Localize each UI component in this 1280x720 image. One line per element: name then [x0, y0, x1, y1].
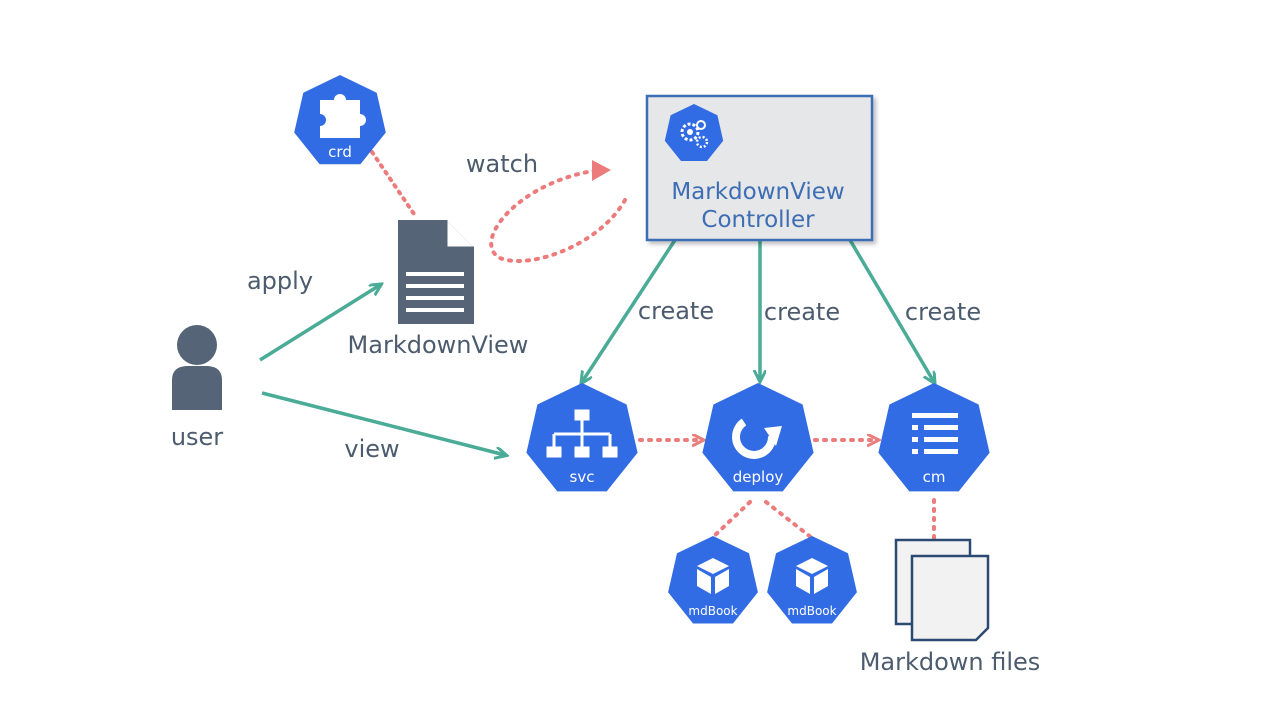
- cube-icon: [796, 558, 828, 594]
- cm-node: cm: [878, 383, 990, 492]
- mdbook-label-1: mdBook: [688, 604, 737, 618]
- create-cm-arrow: [848, 239, 934, 382]
- user-node: user: [171, 325, 223, 451]
- markdownview-node: MarkdownView: [348, 220, 529, 359]
- deploy-to-mdbook1-dotted: [710, 500, 752, 540]
- apply-arrow: [259, 285, 380, 362]
- crd-to-markdownview-dotted: [370, 150, 416, 216]
- refresh-icon: [732, 418, 776, 459]
- document-fold: [444, 220, 474, 250]
- controller-label-line1: MarkdownView: [671, 179, 844, 205]
- controller-heptagon-icon: [664, 104, 724, 161]
- list-icon: [912, 413, 958, 454]
- svc-label: svc: [570, 468, 595, 486]
- puzzle-icon: [320, 94, 366, 138]
- mdbook-label-2: mdBook: [787, 604, 836, 618]
- view-label: view: [344, 435, 399, 463]
- view-arrow: [261, 391, 505, 455]
- cm-label: cm: [923, 468, 946, 486]
- mdbook-heptagon-2: [767, 536, 857, 624]
- create-svc-label: create: [638, 297, 714, 325]
- deploy-label: deploy: [733, 468, 784, 486]
- watch-loop-arrow: [489, 168, 627, 263]
- file-page-front: [910, 554, 990, 642]
- crd-node: crd: [294, 75, 386, 165]
- user-label: user: [171, 423, 223, 451]
- markdown-files-node: Markdown files: [860, 538, 1041, 676]
- create-svc-arrow: [582, 239, 677, 382]
- user-head: [177, 325, 217, 365]
- watch-label: watch: [466, 150, 538, 178]
- svc-node: svc: [526, 383, 638, 492]
- crd-label: crd: [328, 143, 352, 161]
- create-cm-label: create: [905, 298, 981, 326]
- user-body: [172, 366, 222, 410]
- deploy-heptagon: [702, 383, 814, 492]
- deploy-to-mdbook2-dotted: [764, 500, 814, 540]
- create-deploy-label: create: [764, 298, 840, 326]
- controller-label-line2: Controller: [701, 207, 815, 233]
- mdbook-heptagon-1: [668, 536, 758, 624]
- deploy-node: deploy: [702, 383, 814, 492]
- markdownview-label: MarkdownView: [348, 331, 529, 359]
- watch-arrowhead: [592, 160, 611, 181]
- mdbook-node-1: mdBook: [668, 536, 758, 624]
- apply-label: apply: [247, 267, 313, 295]
- markdown-files-label: Markdown files: [860, 648, 1041, 676]
- cube-icon: [697, 558, 729, 594]
- controller-node: MarkdownView Controller: [645, 94, 874, 242]
- mdbook-node-2: mdBook: [767, 536, 857, 624]
- hierarchy-icon: [546, 409, 618, 458]
